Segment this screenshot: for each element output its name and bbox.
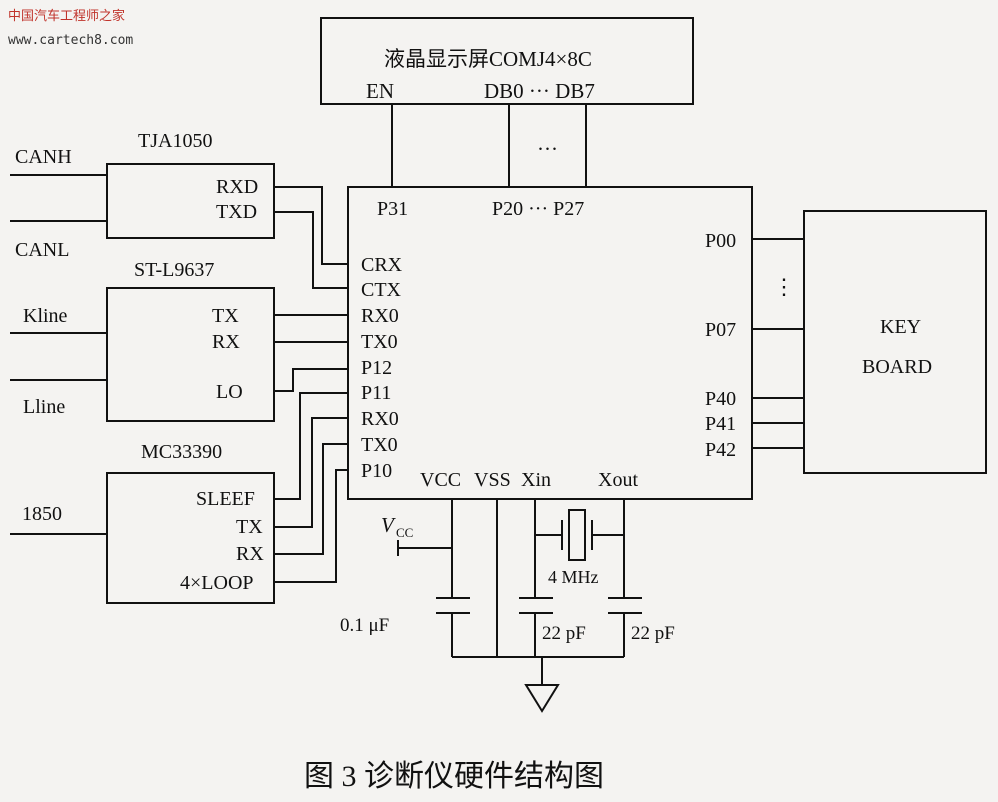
pin-rx0-2: RX0 (361, 408, 399, 430)
pin-p40: P40 (705, 388, 736, 410)
keyboard-label-board: BOARD (862, 356, 932, 378)
pin-vss: VSS (474, 469, 511, 491)
mcu-box (347, 186, 753, 500)
vcc-symbol: V (381, 513, 396, 537)
vcc-subscript: CC (396, 525, 413, 540)
st-l9637-pin-lo: LO (216, 381, 243, 403)
pin-p12: P12 (361, 357, 392, 379)
lcd-box (320, 17, 694, 105)
pin-p11: P11 (361, 382, 391, 404)
mc33390-pin-rx: RX (236, 543, 264, 565)
keyboard-label-key: KEY (880, 316, 921, 338)
lcd-title: 液晶显示屏COMJ4×8C (384, 47, 592, 71)
pin-p42: P42 (705, 439, 736, 461)
pin-p00: P00 (705, 230, 736, 252)
pin-p31: P31 (377, 198, 408, 220)
mc33390-label: MC33390 (141, 441, 222, 463)
pin-p07: P07 (705, 319, 736, 341)
bus-1850: 1850 (22, 503, 62, 525)
pin-xout: Xout (598, 469, 638, 491)
keyboard-box (803, 210, 987, 474)
pin-tx0-2: TX0 (361, 434, 398, 456)
mc33390-box (106, 472, 275, 604)
mc33390-pin-loop: 4×LOOP (180, 572, 254, 594)
pin-xin: Xin (521, 469, 551, 491)
lcd-db-pins: DB0 ··· DB7 (484, 79, 595, 103)
pin-p41: P41 (705, 413, 736, 435)
data-bus-ellipsis: ··· (537, 137, 558, 161)
st-l9637-pin-rx: RX (212, 331, 240, 353)
watermark-brand: 中国汽车工程师之家 (8, 8, 125, 24)
tja1050-pin-rxd: RXD (216, 176, 258, 198)
mc33390-pin-sleef: SLEEF (196, 488, 255, 510)
pin-rx0: RX0 (361, 305, 399, 327)
figure-caption: 图 3 诊断仪硬件结构图 (304, 760, 604, 793)
cap-22pf-label-2: 22 pF (631, 623, 675, 644)
watermark-url: www.cartech8.com (8, 33, 133, 48)
tja1050-pin-txd: TXD (216, 201, 257, 223)
pin-crx: CRX (361, 254, 403, 276)
crystal-label: 4 MHz (548, 567, 599, 587)
bus-canh: CANH (15, 146, 72, 168)
cap-0-1uf-label: 0.1 μF (340, 615, 389, 636)
pin-vcc: VCC (420, 469, 461, 491)
bus-lline: Lline (23, 396, 65, 418)
port-ellipsis: ⋮ (773, 274, 795, 299)
st-l9637-pin-tx: TX (212, 305, 239, 327)
st-l9637-label: ST-L9637 (134, 259, 214, 281)
tja1050-label: TJA1050 (138, 130, 212, 152)
st-l9637-box (106, 287, 275, 422)
pin-ctx: CTX (361, 279, 402, 301)
pin-tx0: TX0 (361, 331, 398, 353)
pin-p20-p27: P20 ··· P27 (492, 198, 584, 220)
mc33390-pin-tx: TX (236, 516, 263, 538)
bus-kline: Kline (23, 305, 68, 327)
lcd-en-pin: EN (366, 79, 394, 103)
pin-p10: P10 (361, 460, 392, 482)
bus-canl: CANL (15, 239, 69, 261)
tja1050-box (106, 163, 275, 239)
cap-22pf-label-1: 22 pF (542, 623, 586, 644)
